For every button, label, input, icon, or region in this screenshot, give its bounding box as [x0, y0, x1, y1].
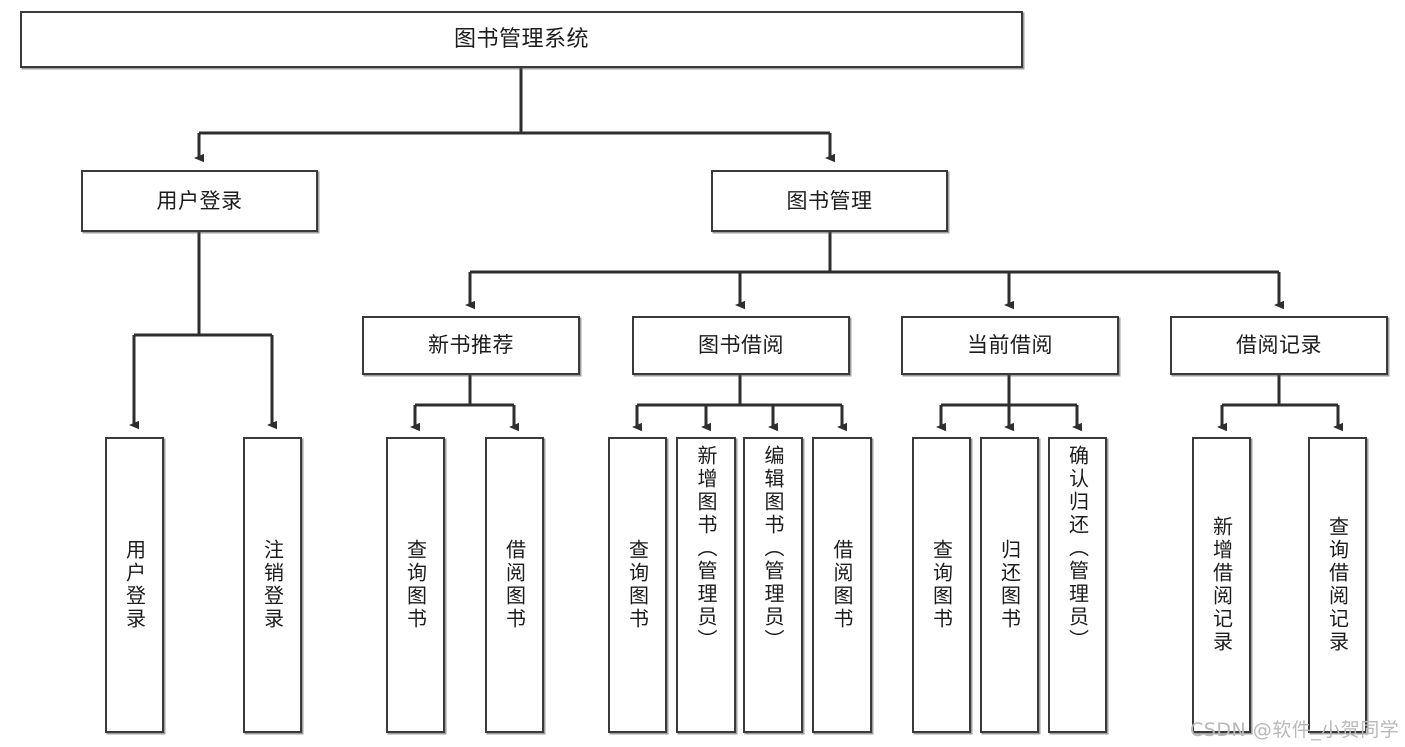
node-label: 图书借阅	[698, 333, 784, 358]
node-label: 查询图书	[403, 539, 428, 631]
node-label: 查询借阅记录	[1325, 516, 1350, 654]
node-label: 新增图书（管理员）	[694, 445, 718, 652]
node-label: 查询图书	[929, 539, 954, 631]
node-current-borrow[interactable]: 当前借阅	[901, 316, 1119, 375]
node-label: 用户登录	[156, 188, 243, 213]
node-label: 借阅图书	[502, 539, 527, 631]
node-new-book-recommendation[interactable]: 新书推荐	[362, 316, 580, 375]
node-leaf-return-book[interactable]: 归还图书	[980, 437, 1039, 733]
node-leaf-query-book-current[interactable]: 查询图书	[912, 437, 971, 733]
node-label: 查询图书	[625, 539, 650, 631]
csdn-watermark: CSDN @软件_小贺同学	[1190, 719, 1400, 741]
node-user-login[interactable]: 用户登录	[81, 170, 318, 232]
node-label: 当前借阅	[967, 333, 1053, 358]
node-label: 编辑图书（管理员）	[761, 445, 785, 652]
node-label: 确认归还（管理员）	[1065, 445, 1090, 652]
node-label: 图书管理	[786, 188, 873, 213]
node-book-borrow[interactable]: 图书借阅	[632, 316, 850, 375]
node-label: 新增借阅记录	[1209, 516, 1234, 654]
node-leaf-edit-book-admin[interactable]: 编辑图书（管理员）	[743, 437, 803, 733]
node-leaf-query-borrow-record[interactable]: 查询借阅记录	[1308, 437, 1367, 733]
node-leaf-user-login[interactable]: 用户登录	[105, 437, 164, 733]
node-leaf-confirm-return-admin[interactable]: 确认归还（管理员）	[1048, 437, 1107, 733]
node-leaf-query-book-rec[interactable]: 查询图书	[386, 437, 445, 733]
node-borrow-record[interactable]: 借阅记录	[1170, 316, 1388, 375]
node-label: 归还图书	[997, 539, 1022, 631]
node-root-book-management-system[interactable]: 图书管理系统	[20, 11, 1023, 68]
node-leaf-add-borrow-record[interactable]: 新增借阅记录	[1192, 437, 1251, 733]
node-leaf-query-book-borrow[interactable]: 查询图书	[608, 437, 667, 733]
node-label: 借阅记录	[1236, 333, 1322, 358]
node-label: 注销登录	[260, 539, 285, 631]
node-label: 新书推荐	[428, 333, 514, 358]
node-label: 借阅图书	[830, 539, 854, 631]
node-leaf-borrow-book-borrow[interactable]: 借阅图书	[812, 437, 872, 733]
node-leaf-borrow-book-rec[interactable]: 借阅图书	[485, 437, 544, 733]
node-book-manage[interactable]: 图书管理	[711, 170, 948, 232]
node-label: 图书管理系统	[453, 26, 589, 52]
node-label: 用户登录	[122, 539, 147, 631]
node-leaf-add-book-admin[interactable]: 新增图书（管理员）	[676, 437, 736, 733]
node-leaf-logout-login[interactable]: 注销登录	[243, 437, 302, 733]
